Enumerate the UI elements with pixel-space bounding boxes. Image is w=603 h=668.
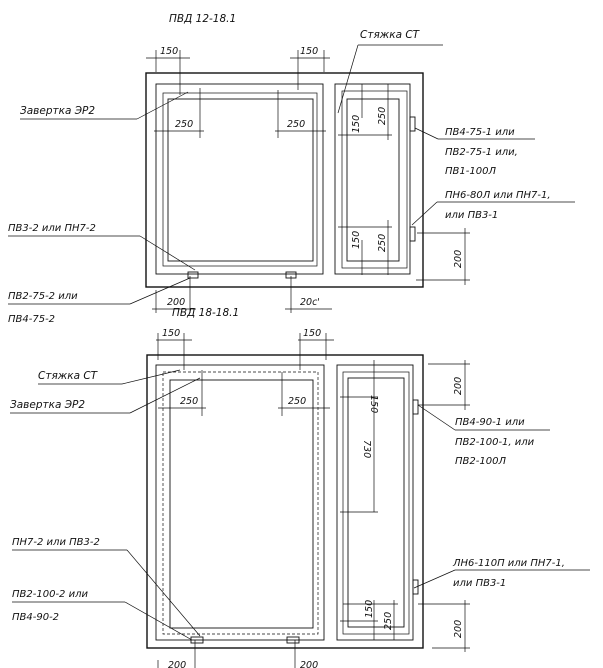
dim-label: 200 bbox=[453, 377, 464, 395]
dim-label: 250 bbox=[180, 396, 198, 407]
dim-label: 730 bbox=[361, 440, 372, 458]
dim-label: 200 bbox=[300, 660, 318, 668]
label-hinge-right: ПВ4-90-1 или bbox=[455, 417, 525, 428]
dim-label: 250 bbox=[175, 119, 193, 130]
hinge-icon bbox=[409, 116, 416, 132]
dim-label: 200 bbox=[453, 250, 464, 268]
label-latch: Завертка ЭР2 bbox=[10, 399, 85, 411]
dimension-lines bbox=[156, 333, 470, 668]
dim-label: 250 bbox=[383, 612, 394, 630]
diagram-title: ПВД 12-18.1 bbox=[169, 13, 236, 25]
dim-label: 150 bbox=[368, 395, 379, 413]
label-handle-right: ЛН6-110П или ПН7-1, bbox=[452, 558, 565, 569]
label-handle-right: или ПВ3-1 bbox=[453, 578, 506, 589]
label-hinge-bottom: ПВ2-75-2 или bbox=[8, 291, 78, 302]
diagram-title: ПВД 18-18.1 bbox=[172, 307, 239, 319]
right-sash bbox=[334, 83, 411, 275]
label-handle-bottom: ПН7-2 или ПВ3-2 bbox=[12, 537, 100, 548]
label-latch: Завертка ЭР2 bbox=[20, 105, 95, 117]
hinge-icon bbox=[412, 579, 419, 595]
left-sash bbox=[155, 364, 325, 641]
dim-label: 150 bbox=[351, 115, 362, 133]
dimension-lines bbox=[146, 50, 470, 313]
outer-frame bbox=[146, 354, 424, 649]
hinge-icon bbox=[286, 636, 300, 644]
label-hinge-right: ПВ4-75-1 или bbox=[445, 127, 515, 138]
dim-label: 250 bbox=[377, 107, 388, 125]
hinge-icon bbox=[187, 271, 199, 279]
dim-label: 20c' bbox=[300, 297, 320, 308]
dim-label: 150 bbox=[351, 231, 362, 249]
label-handle-bottom: ПВ3-2 или ПН7-2 bbox=[8, 223, 96, 234]
hinge-icon bbox=[412, 399, 419, 415]
dim-label: 250 bbox=[377, 234, 388, 252]
hinge-icon bbox=[190, 636, 204, 644]
dim-label: 200 bbox=[167, 297, 185, 308]
dim-label: 150 bbox=[162, 328, 180, 339]
leader-lines bbox=[8, 44, 575, 305]
label-hinge-bottom: ПВ4-90-2 bbox=[12, 612, 59, 623]
leader-lines bbox=[10, 369, 590, 641]
label-handle-right: ПН6-80Л или ПН7-1, bbox=[445, 190, 551, 201]
label-tie: Стяжка СТ bbox=[360, 29, 421, 41]
dim-label: 150 bbox=[364, 600, 375, 618]
label-hinge-right: ПВ2-100Л bbox=[455, 456, 506, 467]
label-hinge-right: ПВ2-75-1 или, bbox=[445, 147, 518, 158]
dim-label: 200 bbox=[453, 620, 464, 638]
dim-label: 200 bbox=[168, 660, 186, 668]
right-sash bbox=[336, 364, 414, 641]
dim-label: 250 bbox=[288, 396, 306, 407]
dim-label: 250 bbox=[287, 119, 305, 130]
diagram-pvd-12-18: ПВД 12-18.1 bbox=[8, 13, 575, 325]
label-tie: Стяжка СТ bbox=[38, 370, 99, 382]
left-sash bbox=[155, 83, 324, 275]
label-hinge-bottom: ПВ2-100-2 или bbox=[12, 589, 88, 600]
diagram-pvd-18-18: ПВД 18-18.1 bbox=[10, 307, 590, 668]
hinge-icon bbox=[409, 226, 416, 242]
dim-label: 150 bbox=[300, 46, 318, 57]
dim-label: 150 bbox=[303, 328, 321, 339]
label-handle-right: или ПВ3-1 bbox=[445, 210, 498, 221]
dim-label: 150 bbox=[160, 46, 178, 57]
label-hinge-bottom: ПВ4-75-2 bbox=[8, 314, 55, 325]
outer-frame bbox=[145, 72, 424, 288]
label-hinge-right: ПВ1-100Л bbox=[445, 166, 496, 177]
label-hinge-right: ПВ2-100-1, или bbox=[455, 437, 535, 448]
